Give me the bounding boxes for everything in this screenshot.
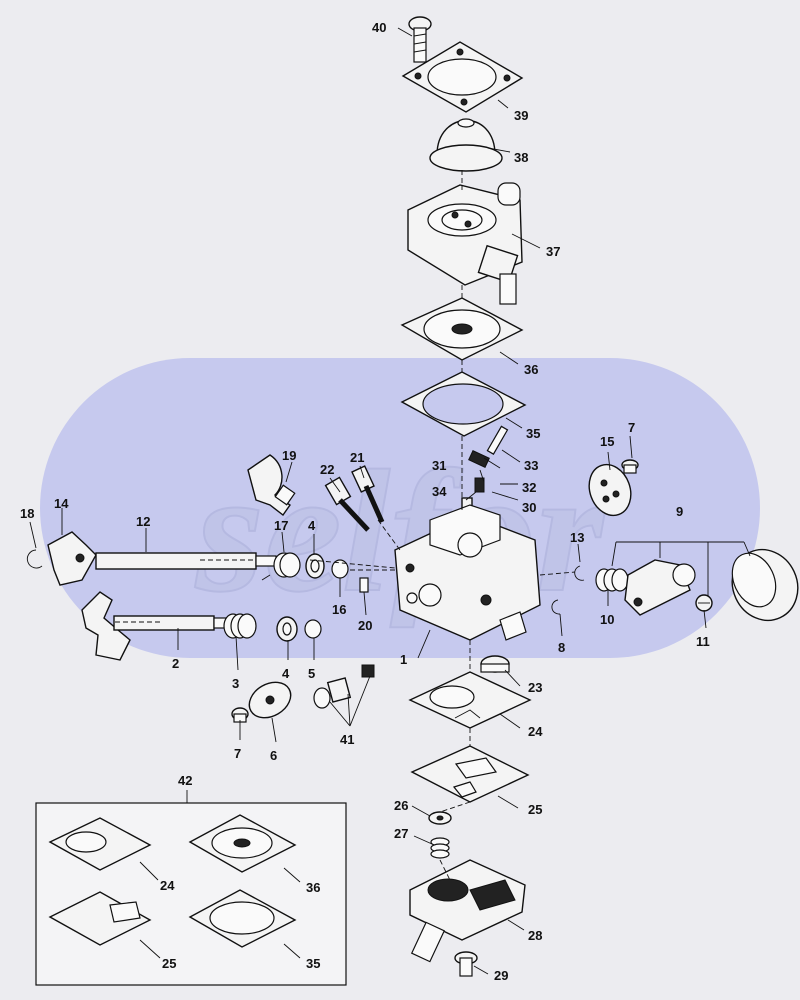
part-9-lever-assembly (624, 559, 696, 616)
label-10: 10 (600, 612, 614, 627)
label-kit-35: 35 (306, 956, 320, 971)
part-40-screw (408, 16, 432, 63)
label-31: 31 (432, 458, 446, 473)
label-19: 19 (282, 448, 296, 463)
label-34: 34 (432, 484, 447, 499)
part-37-pump-cover (407, 182, 523, 305)
label-7-upper: 7 (628, 420, 635, 435)
label-18: 18 (20, 506, 34, 521)
label-27: 27 (394, 826, 408, 841)
label-5: 5 (308, 666, 315, 681)
part-17-spring (261, 552, 301, 581)
part-38-primer-bulb (429, 118, 503, 172)
label-24: 24 (528, 724, 543, 739)
part-7-screw-lower (231, 707, 249, 723)
leader-lines (29, 27, 751, 975)
label-2: 2 (172, 656, 179, 671)
part-13-e-clip (574, 565, 585, 581)
part-2-throttle-shaft (81, 591, 233, 661)
label-37: 37 (546, 244, 560, 259)
label-17: 17 (274, 518, 288, 533)
label-13: 13 (570, 530, 584, 545)
part-8-e-clip (551, 599, 561, 615)
label-12: 12 (136, 514, 150, 529)
part-41-jet-set (313, 664, 375, 709)
part-15-plate (588, 463, 632, 517)
part-26-washer (428, 811, 452, 825)
part-35-gasket (400, 371, 527, 437)
label-6: 6 (270, 748, 277, 763)
label-21: 21 (350, 450, 364, 465)
part-3-spring (223, 613, 257, 639)
part-28-pump-bowl (409, 859, 526, 963)
label-4-upper: 4 (308, 518, 316, 533)
part-36-diaphragm (400, 297, 524, 361)
part-23-plug (480, 655, 510, 673)
part-9-choke-knob (731, 548, 799, 622)
part-18-e-clip (26, 549, 43, 569)
part-39-cover-gasket (401, 41, 524, 113)
label-22: 22 (320, 462, 334, 477)
part-19-limiter-cap (247, 454, 296, 517)
kit-42-box (35, 790, 347, 986)
part-labels: 40 39 38 37 36 35 33 32 31 34 30 19 22 2… (20, 20, 710, 983)
label-33: 33 (524, 458, 538, 473)
part-20-pin (359, 577, 369, 593)
label-11: 11 (696, 634, 710, 649)
label-9: 9 (676, 504, 683, 519)
label-26: 26 (394, 798, 408, 813)
part-4-washer-upper (305, 553, 325, 579)
label-23: 23 (528, 680, 542, 695)
label-38: 38 (514, 150, 528, 165)
label-1: 1 (400, 652, 407, 667)
alignment-lines (115, 170, 576, 881)
label-14: 14 (54, 496, 69, 511)
label-41: 41 (340, 732, 354, 747)
part-33-pin (486, 425, 509, 455)
part-24-gasket (408, 671, 532, 729)
label-32: 32 (522, 480, 536, 495)
label-42: 42 (178, 773, 192, 788)
part-31-valve (468, 450, 501, 469)
label-kit-24: 24 (160, 878, 175, 893)
part-5-o-ring (304, 619, 322, 639)
label-40: 40 (372, 20, 386, 35)
label-15: 15 (600, 434, 614, 449)
part-1-carburetor-body (394, 504, 541, 641)
part-7-screw-upper (621, 459, 639, 474)
label-35: 35 (526, 426, 540, 441)
label-28: 28 (528, 928, 542, 943)
watermark-band (40, 358, 760, 658)
part-21-adjust-screw (351, 465, 385, 524)
label-25: 25 (528, 802, 542, 817)
label-kit-36: 36 (306, 880, 320, 895)
part-4-washer-lower (276, 616, 298, 642)
part-27-spring (430, 837, 450, 859)
label-36: 36 (524, 362, 538, 377)
watermark: selfor (40, 358, 760, 658)
part-32-needle (474, 477, 485, 493)
label-kit-25: 25 (162, 956, 176, 971)
label-20: 20 (358, 618, 372, 633)
part-25-diaphragm (410, 745, 530, 803)
part-14-lever (47, 531, 97, 586)
part-29-screw (454, 951, 478, 977)
label-8: 8 (558, 640, 565, 655)
part-6-plate (248, 681, 292, 719)
label-39: 39 (514, 108, 528, 123)
label-3: 3 (232, 676, 239, 691)
label-7-lower: 7 (234, 746, 241, 761)
label-30: 30 (522, 500, 536, 515)
part-11-screw (695, 594, 713, 612)
part-10-spring (595, 568, 629, 592)
label-4-lower: 4 (282, 666, 290, 681)
label-29: 29 (494, 968, 508, 983)
part-12-choke-shaft (95, 552, 277, 570)
label-16: 16 (332, 602, 346, 617)
